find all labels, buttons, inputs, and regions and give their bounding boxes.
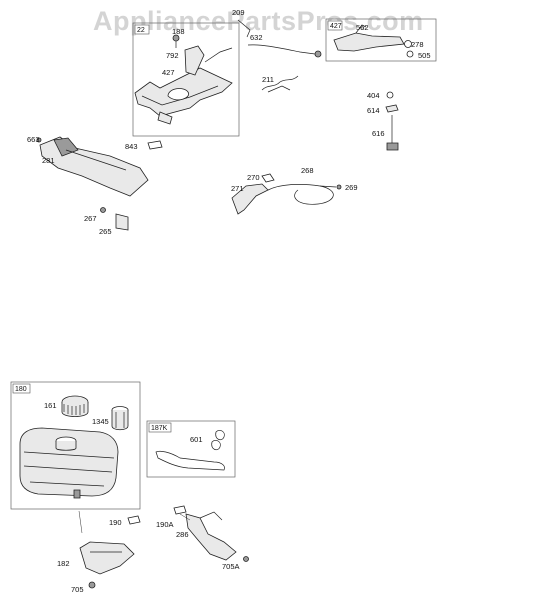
callout-182: 182	[57, 559, 70, 568]
fuel-line-frame	[146, 420, 236, 478]
fuel-tank-drawing	[19, 427, 119, 499]
callout-705a: 705A	[222, 562, 240, 571]
governor-spring-632	[247, 44, 316, 55]
cable-268-drawing	[231, 173, 342, 215]
callout-792: 792	[166, 51, 179, 60]
control-bracket-frame	[132, 22, 240, 137]
fuel-tank-tag	[12, 383, 31, 394]
link-209	[237, 19, 251, 38]
callout-614: 614	[367, 106, 380, 115]
throttle-lever-tag	[327, 20, 343, 31]
callout-269: 269	[345, 183, 358, 192]
callout-562: 562	[356, 23, 369, 32]
callout-278: 278	[411, 40, 424, 49]
control-bracket-tag	[134, 24, 150, 35]
spring-211	[261, 75, 299, 91]
bracket-286-drawing	[185, 511, 249, 562]
callout-209: 209	[232, 8, 245, 17]
spring-end-icon	[314, 50, 322, 58]
control-bracket-group-label: 22	[137, 27, 145, 34]
throttle-lever-frame	[325, 18, 437, 62]
throttle-lever-group-label: 427	[330, 23, 342, 30]
callout-190: 190	[109, 518, 122, 527]
callout-505: 505	[418, 51, 431, 60]
callout-271: 271	[231, 184, 244, 193]
fuel-line-drawing	[155, 430, 225, 471]
callout-404: 404	[367, 91, 380, 100]
leader-190a	[179, 513, 191, 521]
callout-268: 268	[301, 166, 314, 175]
clip-265-drawing	[100, 207, 129, 231]
callout-188: 188	[172, 27, 185, 36]
leader-tank-to-shield	[78, 510, 83, 534]
clamp-190-drawing	[127, 515, 141, 525]
callout-190a: 190A	[156, 520, 174, 529]
filter-1345-drawing	[111, 406, 129, 431]
fuel-tank-frame	[10, 381, 141, 510]
callout-663: 663	[27, 135, 40, 144]
callout-211: 211	[262, 75, 274, 84]
heat-shield-182-drawing	[79, 541, 135, 589]
choke-rod-drawing	[385, 91, 399, 151]
callout-265: 265	[99, 227, 112, 236]
callout-267: 267	[84, 214, 97, 223]
throttle-lever-drawing	[333, 24, 414, 58]
control-bracket-drawing	[134, 34, 233, 125]
callout-1345: 1345	[92, 417, 109, 426]
fuel-line-group-label: 187K	[151, 425, 168, 432]
callout-281: 281	[42, 156, 55, 165]
callout-616: 616	[372, 129, 385, 138]
callout-601: 601	[190, 435, 203, 444]
callout-843: 843	[125, 142, 138, 151]
fuel-cap-drawing	[61, 395, 89, 417]
callout-286: 286	[176, 530, 189, 539]
bracket-281-drawing	[36, 136, 163, 197]
callout-705: 705	[71, 585, 84, 594]
callout-632: 632	[250, 33, 263, 42]
fuel-line-tag	[148, 422, 172, 433]
callout-161: 161	[44, 401, 57, 410]
fuel-tank-group-label: 180	[15, 386, 27, 393]
callout-427: 427	[162, 68, 175, 77]
callout-270: 270	[247, 173, 260, 182]
spring-211-hook	[267, 85, 291, 93]
clamp-190a-drawing	[173, 505, 187, 515]
